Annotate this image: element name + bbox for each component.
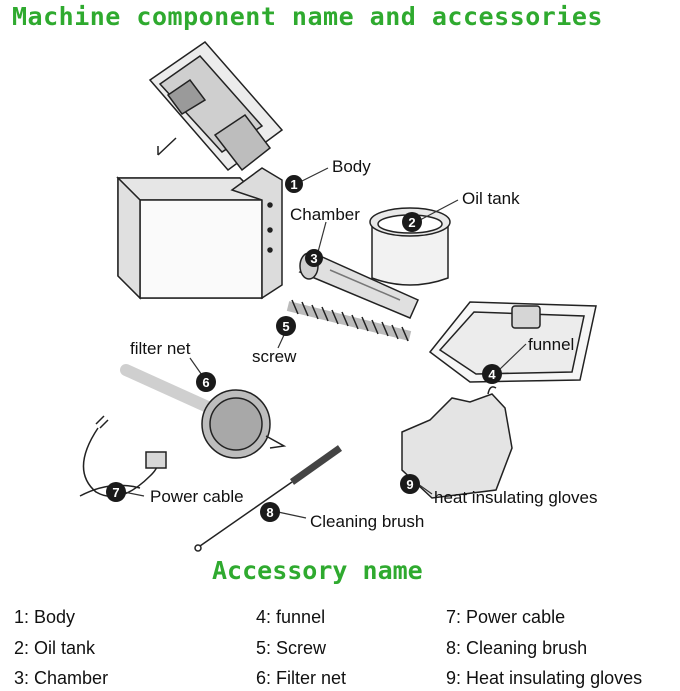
legend-item-3: 3: Chamber (14, 668, 109, 688)
legend-item-4: 4: funnel (256, 607, 326, 627)
accessory-name-heading: Accessory name (212, 556, 423, 585)
callout-label-filter-net: filter net (130, 339, 191, 358)
svg-text:1: 1 (290, 177, 297, 192)
svg-text:9: 9 (406, 477, 413, 492)
svg-text:8: 8 (266, 505, 273, 520)
gloves-illustration (401, 386, 513, 499)
svg-text:2: 2 (408, 215, 415, 230)
callout-badge-8: 8 (260, 502, 280, 522)
legend-item-1: 1: Body (14, 607, 76, 627)
legend-item-9: 9: Heat insulating gloves (446, 668, 643, 688)
svg-text:3: 3 (310, 251, 317, 266)
callout-badge-5: 5 (276, 316, 296, 336)
callout-badge-9: 9 (400, 474, 420, 494)
legend-item-6: 6: Filter net (256, 668, 347, 688)
filter-net-illustration (120, 364, 287, 459)
component-diagram: 1 2 3 4 5 6 7 8 9 Body Oil tank Chamber … (79, 41, 598, 552)
callout-badge-6: 6 (196, 372, 216, 392)
callout-badge-3: 3 (305, 249, 323, 267)
callout-label-cleaning-brush: Cleaning brush (310, 512, 424, 531)
leader-lines (123, 167, 527, 519)
callout-badge-4: 4 (482, 364, 502, 384)
legend-item-7: 7: Power cable (446, 607, 566, 627)
funnel-illustration (428, 301, 597, 383)
legend-item-2: 2: Oil tank (14, 638, 96, 658)
machine-body-illustration (116, 41, 284, 300)
svg-text:5: 5 (282, 319, 289, 334)
callout-label-chamber: Chamber (290, 205, 360, 224)
screw-illustration (286, 299, 412, 342)
callout-label-screw: screw (252, 347, 297, 366)
callout-label-power-cable: Power cable (150, 487, 244, 506)
callout-label-body: Body (332, 157, 371, 176)
svg-text:4: 4 (488, 367, 496, 382)
callout-label-heat-insulating-gloves: heat insulating gloves (434, 488, 598, 507)
legend-item-5: 5: Screw (256, 638, 327, 658)
cleaning-brush-illustration (194, 445, 343, 552)
callout-label-oil-tank: Oil tank (462, 189, 520, 208)
callout-badge-1: 1 (285, 175, 303, 193)
svg-text:7: 7 (112, 485, 119, 500)
svg-text:6: 6 (202, 375, 209, 390)
power-cable-illustration (79, 415, 167, 498)
callout-badge-7: 7 (106, 482, 126, 502)
callout-badge-2: 2 (402, 212, 422, 232)
callout-label-funnel: funnel (528, 335, 574, 354)
page-title: Machine component name and accessories (12, 2, 603, 31)
legend-item-8: 8: Cleaning brush (446, 638, 588, 658)
